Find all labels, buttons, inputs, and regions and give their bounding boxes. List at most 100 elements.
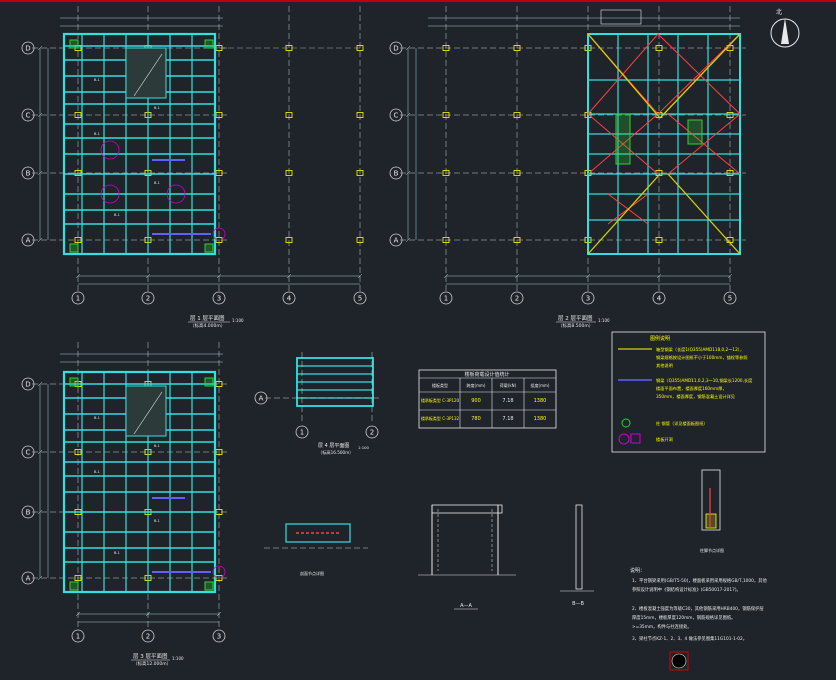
column-marker	[442, 112, 450, 118]
notes-line-1: 参照设计说明中《钢结构设计标准》(GB50017-2017)。	[632, 586, 741, 593]
axis-bubble-label: C	[26, 449, 31, 457]
axis-bubble-circle	[21, 571, 35, 585]
dim-tick	[37, 237, 43, 243]
column-marker	[356, 170, 364, 176]
beam-tag: B-1	[154, 106, 160, 110]
axis-bubble-circle	[212, 629, 226, 643]
dim-tick	[286, 273, 292, 279]
table-cell-1-1: 780	[471, 416, 481, 422]
axis-bubble-label: C	[26, 112, 31, 120]
notes-block: 说明： 1、平台钢梁采用(GB/T5-50)，楼面板采用采用规格GB/T,100…	[630, 567, 767, 642]
dim-tick	[405, 112, 411, 118]
north-arrow-icon: 北	[770, 8, 800, 48]
dim-tick	[443, 273, 449, 279]
stair-block	[615, 113, 631, 165]
axis-bubble-x: 5	[723, 291, 737, 305]
axis-bubble-label: 5	[728, 295, 732, 303]
axis-bubble-circle	[141, 291, 155, 305]
axis-bubble-circle	[71, 629, 85, 643]
top-label-box	[600, 9, 642, 25]
axis-bubble-circle	[439, 291, 453, 305]
axis-bubble-x: 2	[141, 291, 155, 305]
dim-tick	[37, 509, 43, 515]
brace-main	[667, 173, 741, 255]
plan2-title: 层 2 层平面图	[558, 314, 593, 322]
axis-bubble-label: B	[26, 509, 31, 517]
column-marker	[442, 237, 450, 243]
axis-bubble-x: 1	[439, 291, 453, 305]
beam-tag: B-1	[94, 78, 100, 82]
axis-bubble-circle	[254, 391, 268, 405]
node-column	[701, 469, 721, 531]
notes-line-3: 厚度15mm，楼板厚度120mm，钢筋规格详见图纸。	[632, 614, 735, 621]
table-cell-0-0: 楼承板类型 C-3P120	[421, 397, 460, 403]
column-marker	[513, 45, 521, 51]
dim-tick	[405, 237, 411, 243]
axis-bubble-y: C	[21, 108, 35, 122]
column-marker	[513, 112, 521, 118]
beam-tag: B-1	[154, 519, 160, 523]
brace-main	[587, 173, 661, 255]
beam-outline	[62, 32, 217, 256]
axis-bubble-label: 1	[76, 295, 80, 303]
notes-line-5: 3、梁柱节点KZ-1、2、3、4 做法参见图集11G101-1-02。	[632, 635, 747, 642]
column-marker	[285, 237, 293, 243]
legend-box: 图例说明 箱型钢梁（长度1(Q355)AMD118,0,2～12）， 钢梁规格按…	[611, 331, 766, 453]
axis-bubble-circle	[389, 108, 403, 122]
beam-tag: B-1	[94, 416, 100, 420]
plan3-title: 层 3 层平面图	[133, 652, 168, 660]
axis-bubble-circle	[21, 505, 35, 519]
detail-title: 剖面节点详图	[300, 570, 324, 576]
dim-tick	[145, 611, 151, 617]
dim-tick	[585, 273, 591, 279]
axis-bubble-circle	[21, 445, 35, 459]
plan1-scale: 1:100	[232, 318, 244, 323]
brace-main	[659, 33, 741, 119]
axis-bubble-label: 4	[287, 295, 292, 303]
dim-tick	[216, 611, 222, 617]
section-b-label: B—B	[572, 601, 584, 607]
axis-bubble-circle	[365, 425, 379, 439]
dim-tick	[514, 273, 520, 279]
plan3-subtitle: （标高12.000m）	[133, 660, 171, 667]
opening-circle	[212, 565, 226, 579]
table-header-1: 跨度(mm)	[467, 382, 486, 388]
column-marker	[442, 170, 450, 176]
axis-bubble-circle	[21, 377, 35, 391]
north-label: 北	[776, 8, 782, 16]
axis-bubble-circle	[21, 233, 35, 247]
legend-item-2: 其他说明	[656, 362, 673, 369]
dim-tick	[656, 273, 662, 279]
table-cell-1-3: 1380	[534, 416, 547, 422]
axis-bubble-label: B	[26, 170, 31, 178]
section-a-label: A—A	[460, 603, 472, 609]
table-header-3: 挠度(mm)	[531, 382, 550, 388]
axis-bubble-x: 3	[212, 629, 226, 643]
axis-bubble-label: B	[394, 170, 399, 178]
axis-bubble-circle	[212, 291, 226, 305]
small-scale: 1:100	[358, 445, 370, 450]
column-green	[69, 39, 79, 49]
axis-bubble-x: 4	[282, 291, 296, 305]
axis-bubble-label: 4	[657, 295, 662, 303]
dim-tick	[37, 112, 43, 118]
dim-tick	[145, 273, 151, 279]
axis-bubble-label: 1	[300, 429, 304, 437]
axis-bubble-x: 2	[510, 291, 524, 305]
column-marker	[442, 45, 450, 51]
axis-bubble-circle	[71, 291, 85, 305]
beam-tag: B-1	[154, 181, 160, 185]
axis-bubble-label: A	[394, 237, 399, 245]
column-marker	[74, 112, 82, 118]
axis-bubble-label: A	[259, 395, 264, 403]
beam-tag: B-1	[114, 213, 120, 217]
notes-line-2: 2、楼板混凝土强度为等级C30，其他钢筋采用HRB400，钢筋保护层	[632, 605, 764, 612]
axis-bubble-circle	[581, 291, 595, 305]
dim-tick	[727, 273, 733, 279]
dim-tick	[216, 273, 222, 279]
frame-beam	[431, 504, 503, 514]
legend-item-1: 钢梁规格按设计图纸不小于100mm，锚栓等参照	[656, 354, 748, 361]
axis-bubble-circle	[21, 108, 35, 122]
